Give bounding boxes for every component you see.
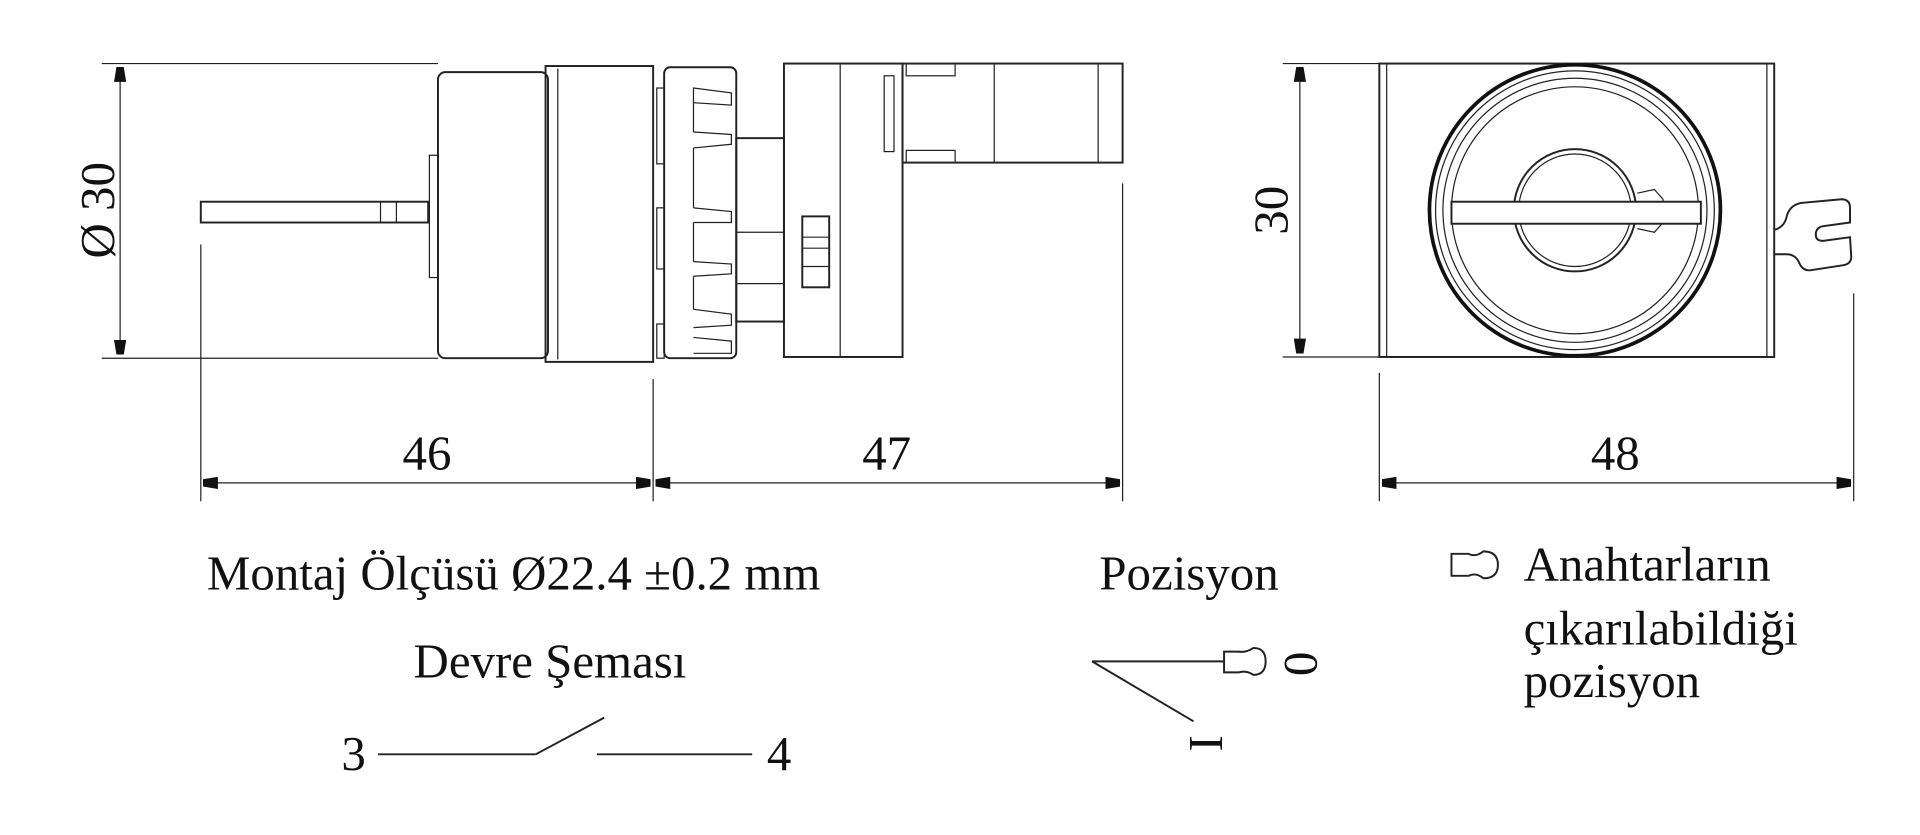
key-icon [1223, 646, 1267, 676]
bezel-outer [1427, 62, 1723, 358]
terminal-3: 3 [341, 726, 365, 781]
mounting-size: Montaj Ölçüsü Ø22.4 ±0.2 mm [207, 545, 821, 600]
key-icon [1450, 550, 1499, 580]
legend-line-2: çıkarılabildiği [1524, 600, 1798, 655]
width-dimension: 48 [1591, 425, 1640, 480]
shaft [199, 200, 430, 224]
front-dimensions: 30 48 [1244, 62, 1855, 502]
front-length-dimension: 46 [403, 425, 452, 480]
neck [735, 137, 785, 323]
height-dimension: 30 [1244, 186, 1299, 235]
bezel-ring [663, 66, 738, 360]
contact-block [782, 62, 904, 358]
side-view [199, 62, 1124, 363]
position-title: Pozisyon [1099, 545, 1278, 600]
terminal-4: 4 [767, 726, 791, 781]
circuit-diagram: 3 4 [341, 716, 791, 781]
side-dimensions: Ø 30 46 47 [70, 62, 1124, 502]
actuator-front [544, 65, 655, 363]
position-diagram: 0 I [1091, 646, 1329, 751]
key-tab [1773, 198, 1853, 272]
handle-bar [1450, 200, 1702, 225]
actuator-body [436, 71, 549, 360]
front-view [1378, 62, 1853, 358]
position-1: I [1179, 735, 1234, 751]
position-0: 0 [1274, 652, 1329, 676]
terminal-knurl [801, 215, 831, 289]
diameter-dimension: Ø 30 [70, 162, 125, 258]
legend: Anahtarların çıkarılabildiği pozisyon [1450, 537, 1798, 708]
circuit-title: Devre Şeması [414, 633, 687, 688]
legend-line-3: pozisyon [1524, 653, 1701, 708]
rear-length-dimension: 47 [862, 425, 911, 480]
legend-line-1: Anahtarların [1524, 537, 1771, 592]
